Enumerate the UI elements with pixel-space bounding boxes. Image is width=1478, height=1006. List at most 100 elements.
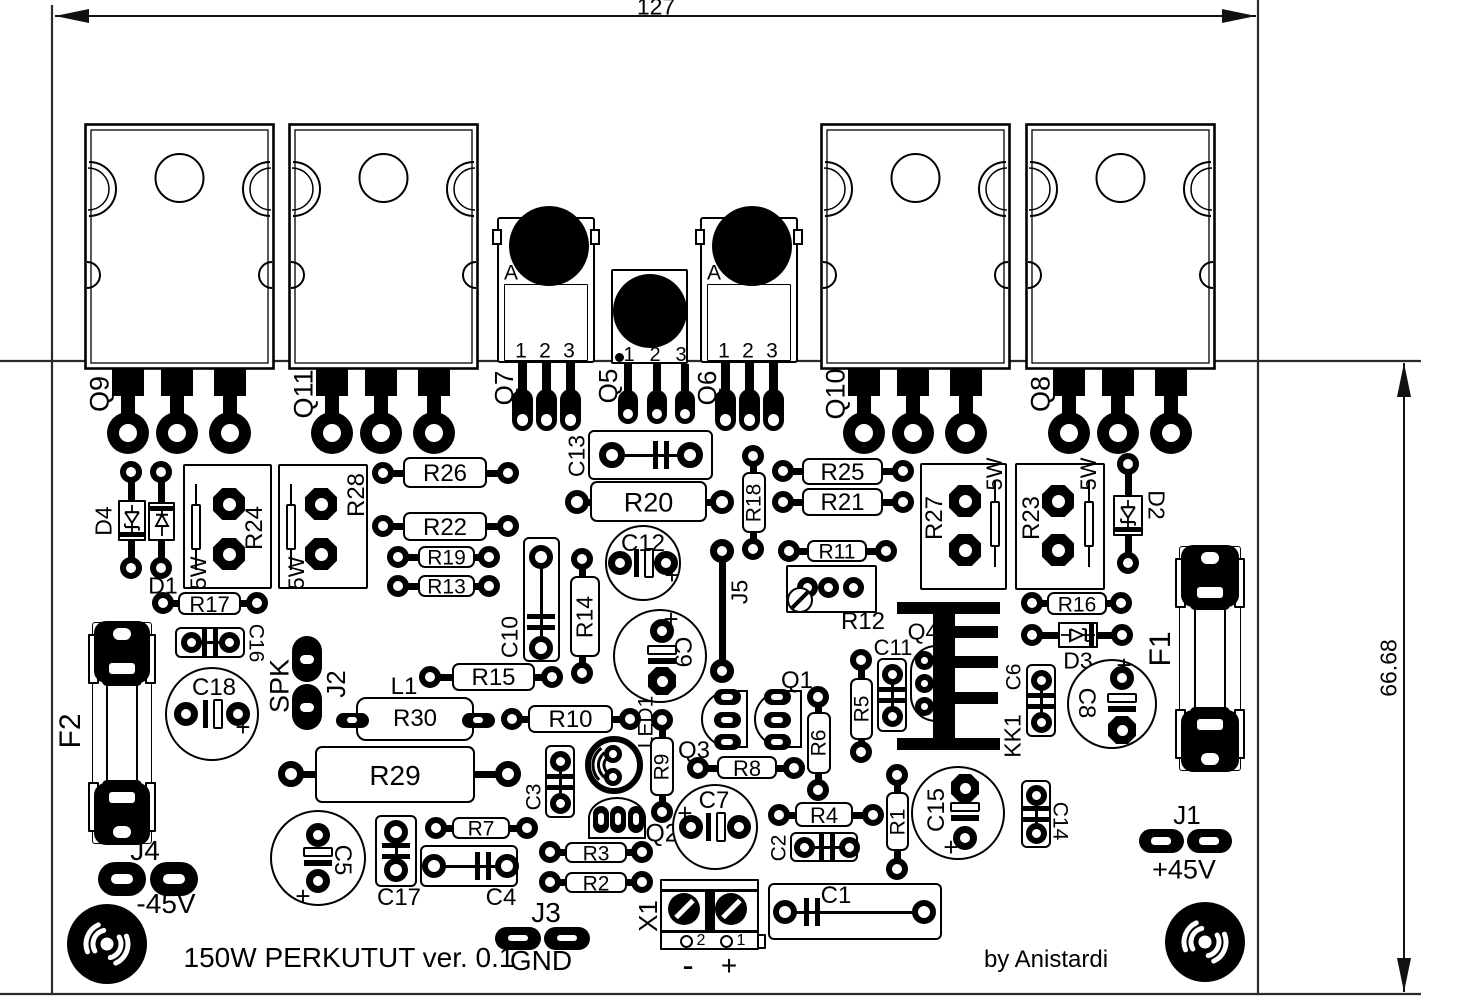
cap-bar bbox=[1027, 693, 1055, 698]
pin-number: 1 bbox=[515, 339, 527, 363]
diode-label: D1 bbox=[148, 572, 178, 599]
lead bbox=[127, 541, 135, 568]
lead bbox=[890, 674, 894, 716]
pad bbox=[892, 491, 914, 513]
cap-bar bbox=[546, 774, 574, 779]
diode-label: D4 bbox=[90, 506, 117, 536]
pad bbox=[710, 539, 734, 563]
leg bbox=[744, 363, 754, 391]
pad-slot bbox=[615, 813, 621, 825]
cap-label: C18 bbox=[191, 674, 237, 701]
pad bbox=[174, 702, 198, 726]
lead bbox=[1034, 795, 1038, 833]
pad bbox=[529, 636, 553, 660]
cap-label: C17 bbox=[376, 884, 422, 911]
transistor-label: Q1 bbox=[780, 667, 814, 694]
pad bbox=[384, 858, 408, 882]
notch bbox=[695, 229, 705, 245]
terminal-X1 bbox=[660, 879, 759, 950]
cap-label: C3 bbox=[522, 783, 546, 811]
polarity-plus: + bbox=[663, 604, 679, 634]
leg bbox=[720, 363, 730, 391]
leg bbox=[541, 363, 551, 391]
pad bbox=[150, 461, 172, 483]
divider bbox=[660, 889, 759, 892]
pad bbox=[727, 815, 751, 839]
resistor-R7 bbox=[452, 817, 510, 839]
heatsink-fin bbox=[933, 602, 955, 750]
pin1-dot bbox=[615, 353, 624, 362]
lead bbox=[127, 472, 135, 500]
pad bbox=[842, 576, 864, 598]
lead bbox=[612, 453, 690, 457]
cap-bar bbox=[878, 687, 906, 692]
cap-label: C16 bbox=[244, 623, 268, 663]
metal-hole bbox=[613, 274, 687, 348]
pad-hole bbox=[920, 702, 928, 710]
res-label: R23 bbox=[1018, 495, 1045, 541]
polarity-plus: + bbox=[1116, 650, 1132, 680]
clip-slot bbox=[113, 628, 131, 640]
lead bbox=[539, 557, 543, 648]
pad bbox=[306, 869, 330, 893]
glass-tube bbox=[1194, 601, 1226, 716]
net-label: -45V bbox=[136, 888, 196, 919]
pad bbox=[384, 820, 408, 844]
pad-slot bbox=[771, 694, 783, 700]
pad-slot bbox=[540, 414, 552, 426]
pad bbox=[516, 817, 538, 839]
watt-label: 5W bbox=[284, 556, 309, 590]
sym-body bbox=[1084, 501, 1094, 547]
pin-hole bbox=[679, 934, 693, 948]
pad bbox=[604, 745, 622, 763]
res-label: R5 bbox=[850, 695, 873, 723]
lead bbox=[804, 845, 849, 849]
pad bbox=[710, 659, 734, 683]
pad bbox=[1110, 666, 1134, 690]
pad bbox=[501, 708, 523, 730]
pad bbox=[650, 619, 674, 643]
pad bbox=[807, 686, 829, 708]
pad bbox=[892, 460, 914, 482]
res-label: R12 bbox=[840, 608, 886, 635]
pin-number: 2 bbox=[649, 344, 661, 366]
connector-label: J3 bbox=[531, 897, 561, 928]
polarity-plus: + bbox=[664, 560, 680, 590]
diode-symbol bbox=[124, 505, 140, 536]
pad bbox=[549, 750, 571, 772]
sym-lead bbox=[195, 484, 197, 504]
pad bbox=[679, 815, 703, 839]
pad bbox=[529, 545, 553, 569]
pin-number: 2 bbox=[742, 339, 754, 363]
dim-height-label: 66.68 bbox=[1375, 639, 1402, 697]
pad bbox=[687, 757, 709, 779]
pad bbox=[604, 768, 622, 786]
connector-label: J1 bbox=[1173, 800, 1201, 830]
cap-label: C9 bbox=[669, 636, 696, 668]
pad-slot bbox=[743, 414, 755, 426]
cap-bar bbox=[486, 852, 491, 880]
diode-symbol bbox=[1061, 628, 1095, 643]
sym-lead bbox=[994, 547, 996, 567]
lead bbox=[1039, 680, 1043, 722]
leg bbox=[768, 363, 778, 391]
diode-symbol bbox=[153, 507, 170, 536]
resistor-R10 bbox=[528, 705, 613, 733]
watt-label: 5W bbox=[186, 556, 211, 590]
cap-bar bbox=[1107, 693, 1137, 703]
sym-lead bbox=[1088, 481, 1090, 501]
res-label: R17 bbox=[189, 591, 230, 617]
cap-label: C1 bbox=[820, 882, 852, 909]
cap-bar bbox=[664, 441, 669, 469]
cap-label: C10 bbox=[496, 615, 523, 659]
dim-width-label: 127 bbox=[636, 0, 676, 20]
pad-slot bbox=[473, 717, 483, 723]
separator bbox=[705, 891, 715, 932]
res-label: R9 bbox=[650, 753, 674, 780]
plus-label: + bbox=[720, 950, 738, 981]
pad bbox=[881, 663, 903, 685]
cap-bar bbox=[527, 614, 555, 619]
cap-bar bbox=[878, 698, 906, 703]
resistor-R19 bbox=[418, 546, 475, 568]
res-label: R28 bbox=[343, 472, 370, 518]
